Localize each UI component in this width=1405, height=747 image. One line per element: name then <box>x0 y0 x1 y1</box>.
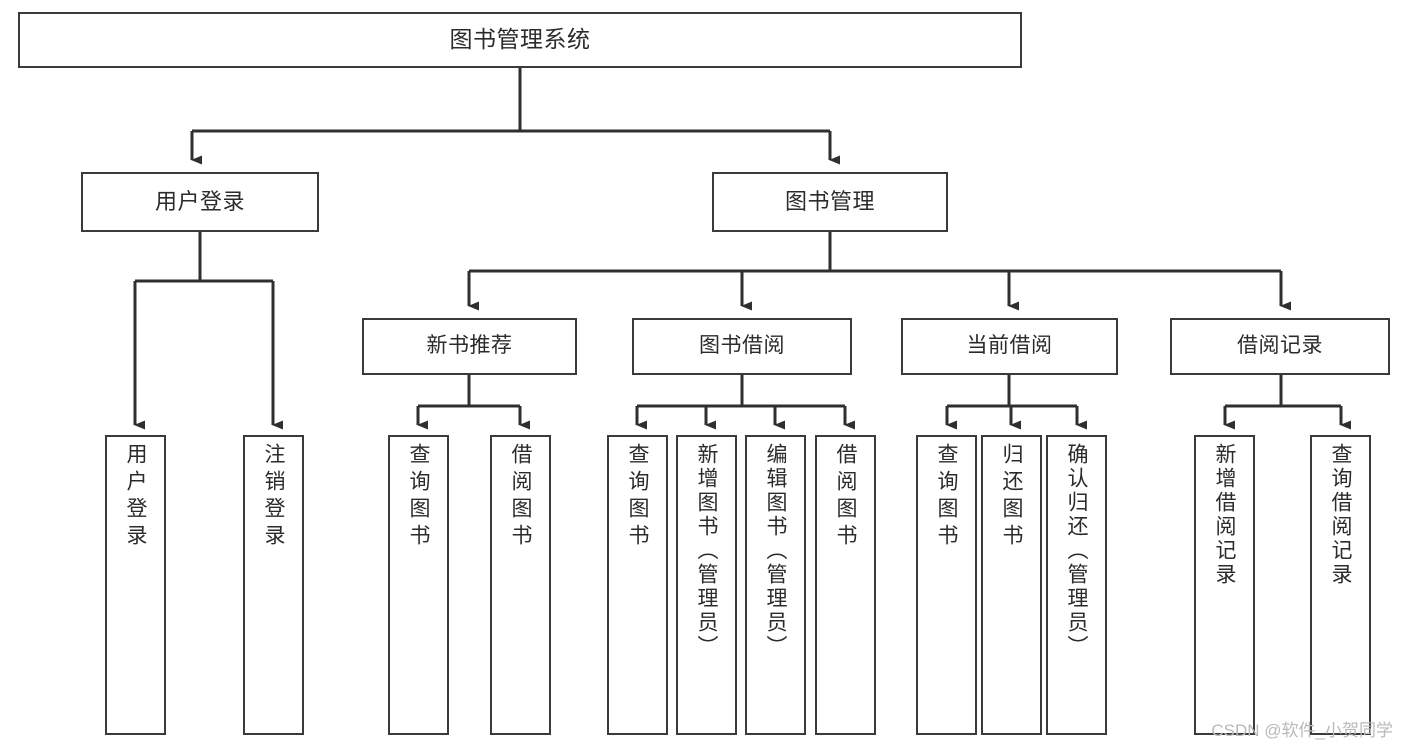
node-book-borrow[interactable]: 图书借阅 <box>632 318 852 375</box>
leaf-borrow-borrow-book[interactable]: 借阅图书 <box>815 435 876 735</box>
leaf-record-add-label: 新增借阅记录 <box>1213 443 1236 587</box>
leaf-current-confirm-return-label: 确认归还（管理员） <box>1065 443 1088 659</box>
leaf-user-login-signin-label: 用户登录 <box>124 443 147 551</box>
leaf-borrow-add-book-label: 新增图书（管理员） <box>695 443 718 659</box>
leaf-user-login-signin[interactable]: 用户登录 <box>105 435 166 735</box>
leaf-record-add[interactable]: 新增借阅记录 <box>1194 435 1255 735</box>
node-root-label: 图书管理系统 <box>449 26 591 53</box>
leaf-new-book-borrow-label: 借阅图书 <box>509 443 532 551</box>
node-current-borrow[interactable]: 当前借阅 <box>901 318 1118 375</box>
leaf-current-return-book-label: 归还图书 <box>1000 443 1023 551</box>
node-current-borrow-label: 当前借阅 <box>966 334 1053 358</box>
leaf-new-book-borrow[interactable]: 借阅图书 <box>490 435 551 735</box>
leaf-new-book-query[interactable]: 查询图书 <box>388 435 449 735</box>
node-new-book-recommend-label: 新书推荐 <box>426 334 513 358</box>
leaf-borrow-add-book[interactable]: 新增图书（管理员） <box>676 435 737 735</box>
leaf-record-query-label: 查询借阅记录 <box>1329 443 1352 587</box>
leaf-current-confirm-return[interactable]: 确认归还（管理员） <box>1046 435 1107 735</box>
leaf-borrow-query-book[interactable]: 查询图书 <box>607 435 668 735</box>
node-new-book-recommend[interactable]: 新书推荐 <box>362 318 577 375</box>
leaf-borrow-edit-book-label: 编辑图书（管理员） <box>764 443 787 659</box>
node-user-login-label: 用户登录 <box>154 189 245 215</box>
leaf-user-login-signout[interactable]: 注销登录 <box>243 435 304 735</box>
leaf-borrow-borrow-book-label: 借阅图书 <box>834 443 857 551</box>
leaf-borrow-query-book-label: 查询图书 <box>626 443 649 551</box>
node-root[interactable]: 图书管理系统 <box>18 12 1022 68</box>
node-book-management-label: 图书管理 <box>784 189 875 215</box>
node-book-borrow-label: 图书借阅 <box>699 334 785 358</box>
leaf-current-query-book-label: 查询图书 <box>935 443 958 551</box>
node-book-management[interactable]: 图书管理 <box>712 172 948 232</box>
node-borrow-record-label: 借阅记录 <box>1237 334 1323 358</box>
node-borrow-record[interactable]: 借阅记录 <box>1170 318 1390 375</box>
leaf-new-book-query-label: 查询图书 <box>407 443 430 551</box>
leaf-borrow-edit-book[interactable]: 编辑图书（管理员） <box>745 435 806 735</box>
leaf-current-return-book[interactable]: 归还图书 <box>981 435 1042 735</box>
csdn-watermark: CSDN @软件_小贺同学 <box>1211 721 1393 740</box>
leaf-user-login-signout-label: 注销登录 <box>262 443 285 551</box>
leaf-current-query-book[interactable]: 查询图书 <box>916 435 977 735</box>
leaf-record-query[interactable]: 查询借阅记录 <box>1310 435 1371 735</box>
node-user-login[interactable]: 用户登录 <box>81 172 319 232</box>
